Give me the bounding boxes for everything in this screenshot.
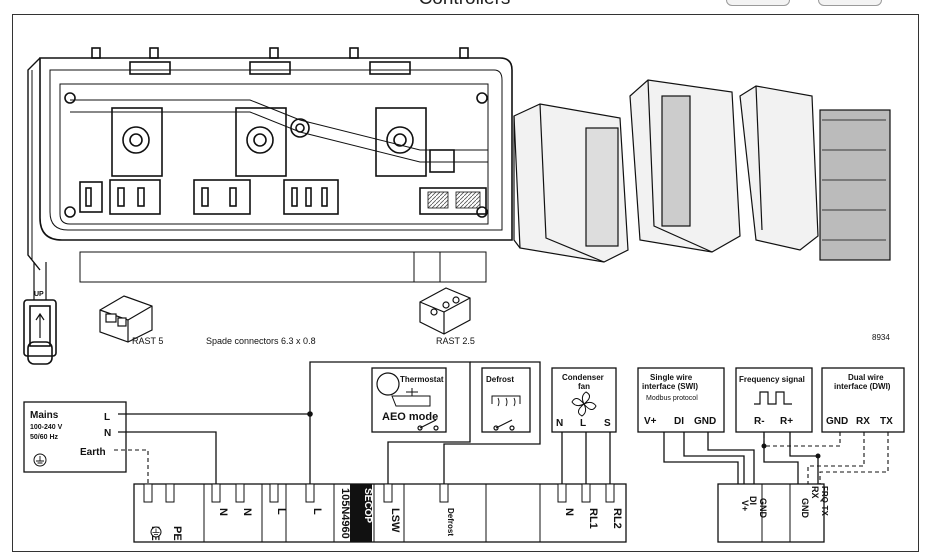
rast5-plug-drawing [99,295,153,343]
frequency-rplus: R+ [780,416,793,427]
square-wave-icon [754,391,792,405]
spade-connector-label: Spade connectors 6.3 x 0.8 [206,336,316,346]
thermostat-dial-icon [376,372,400,396]
interface-terminal-block: V+ DI GND GND RX FRQ-TX [717,483,829,543]
dwi-title: Dual wire [848,373,884,382]
page-title: Controllers [0,0,929,10]
swi-title-2: interface (SWI) [642,382,698,391]
dwi-rx: RX [856,416,870,427]
housing-3d-views [513,79,891,263]
fan-icon [571,391,597,417]
junction-dots [307,411,821,459]
frequency-rminus: R- [754,416,765,427]
swi-gnd: GND [694,416,716,427]
swi-vplus: V+ [644,416,657,427]
mains-frequency: 50/60 Hz [30,434,59,441]
dwi-gnd: GND [826,416,848,427]
mains-l-label: L [104,412,110,423]
thermostat-box: Thermostat AEO mode [371,367,447,433]
swi-di: DI [674,416,684,427]
heater-icon [491,395,521,404]
mains-earth-label: Earth [80,447,106,458]
condenser-fan-box: Condenser fan N L S [551,367,617,433]
dwi-title-2: interface (DWI) [834,382,891,391]
terminal2-frq-tx: FRQ-TX [820,486,829,516]
terminal2-vplus: V+ [740,500,750,511]
terminal-brand: SECOP [362,488,373,523]
mains-title: Mains [30,410,59,421]
mains-box: Mains 100-240 V 50/60 Hz L N Earth [23,401,127,473]
frequency-title: Frequency signal [739,375,805,384]
terminal2-di: DI [748,496,758,505]
thermostat-title: Thermostat [400,375,444,384]
terminal2-rx: RX [810,486,820,499]
terminal-model: 105N4960 [339,488,351,539]
swi-protocol: Modbus protocol [646,395,698,402]
mains-n-label: N [104,428,111,439]
terminal-n-3: N [563,508,575,516]
frequency-signal-box: Frequency signal R- R+ [735,367,813,433]
terminal-pe-2: PE [171,526,183,541]
terminal2-gnd-1: GND [758,498,768,519]
terminal-n-2: N [241,508,253,516]
switch-symbols [417,419,515,431]
terminal-l-2: L [311,508,323,515]
mains-voltage: 100-240 V [30,424,63,431]
condenser-title: Condenser [562,373,604,382]
terminal-lsw: LSW [389,508,401,533]
controller-housing-drawing [23,47,513,365]
terminal-rl2: RL2 [611,508,623,529]
condenser-l: L [580,418,586,429]
terminal2-gnd-2: GND [800,498,810,519]
terminal-n-1: N [217,508,229,516]
rast25-label: RAST 2.5 [436,336,475,346]
terminal-l-1: L [275,508,287,515]
swi-title: Single wire [650,373,693,382]
up-label: UP [34,291,44,298]
figure-id: 8934 [872,333,890,342]
defrost-box: Defrost [481,367,531,433]
condenser-s: S [604,418,611,429]
diagram-frame [12,14,919,552]
dwi-tx: TX [880,416,893,427]
condenser-title-2: fan [578,382,590,391]
rast5-label: RAST 5 [132,336,163,346]
swi-box: Single wire interface (SWI) Modbus proto… [637,367,725,433]
terminal-rl1: RL1 [587,508,599,529]
aeo-mode-label: AEO mode [382,411,438,423]
main-terminal-block: PE PE N N L L 105N4960 SECOP LSW Defrost… [133,483,627,543]
terminal-defrost: Defrost [446,508,455,536]
defrost-title: Defrost [486,375,514,384]
dashed-wiring [114,432,889,484]
dwi-box: Dual wire interface (DWI) GND RX TX [821,367,905,433]
condenser-n: N [556,418,563,429]
rast25-plug-drawing [419,287,471,335]
